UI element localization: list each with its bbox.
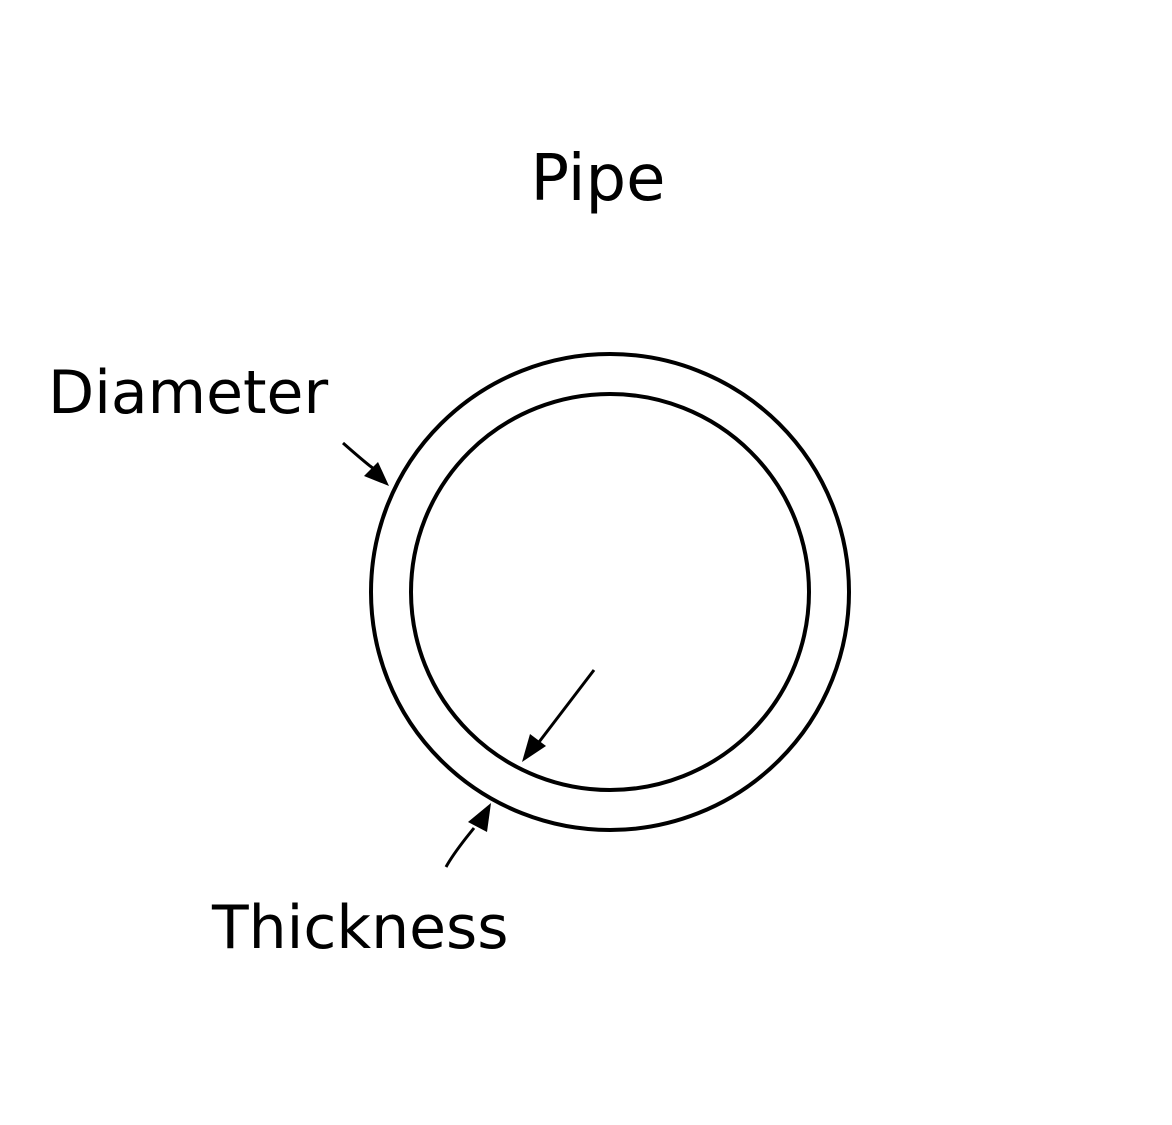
outer-pipe-wall	[369, 352, 851, 832]
diagram-title: Pipe	[531, 142, 666, 216]
diameter-arrow	[342, 441, 389, 486]
thickness-label: Thickness	[211, 893, 509, 963]
inner-pipe-wall	[409, 392, 811, 792]
diameter-label: Diameter	[48, 358, 328, 428]
inner-radius-arrow	[522, 669, 596, 762]
thickness-arrow	[444, 803, 491, 868]
